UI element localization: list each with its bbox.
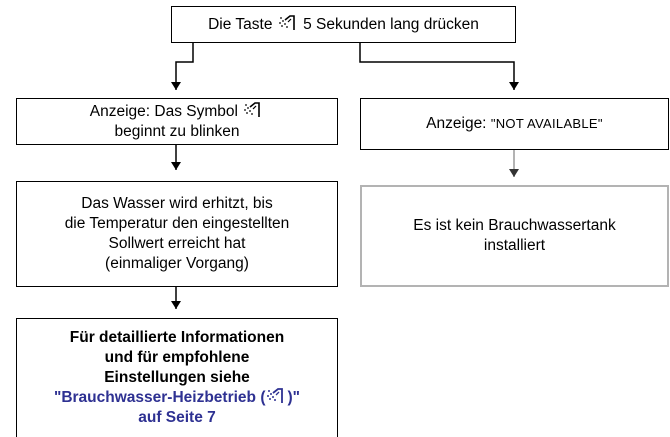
connector-start-left <box>171 43 194 90</box>
right-display-box: Anzeige: "NOT AVAILABLE" <box>360 98 669 150</box>
left-process-line: Sollwert erreicht hat <box>108 235 246 252</box>
right-display-prefix: Anzeige: <box>426 115 487 132</box>
start-text-after: 5 Sekunden lang drücken <box>303 15 479 33</box>
shower-icon <box>267 388 284 403</box>
start-box: Die Taste 5 Sekunden lang drücken <box>171 6 516 43</box>
left-display-line1: Anzeige: Das Symbol <box>89 101 265 122</box>
shower-icon <box>244 101 261 117</box>
left-display-line2: beginnt zu blinken <box>114 122 240 140</box>
right-result-line: installiert <box>483 237 546 254</box>
section-link-text-end[interactable]: )" <box>287 389 300 406</box>
left-process-line: die Temperatur den eingestellten <box>64 215 290 232</box>
left-display-text: Anzeige: Das Symbol <box>89 102 238 120</box>
left-display-box: Anzeige: Das Symbol beginnt zu blinken <box>16 98 338 145</box>
left-process-line: (einmaliger Vorgang) <box>105 255 249 272</box>
status-value: "NOT AVAILABLE" <box>490 116 603 131</box>
section-link-text[interactable]: "Brauchwasser-Heizbetrieb ( <box>53 389 266 406</box>
left-info-line: und für empfohlene <box>104 349 250 366</box>
start-text-before: Die Taste <box>208 15 273 33</box>
left-process-line: Das Wasser wird erhitzt, bis <box>81 195 273 212</box>
left-info-line: Einstellungen siehe <box>104 369 250 386</box>
shower-icon <box>278 14 295 30</box>
section-link[interactable]: "Brauchwasser-Heizbetrieb ( )" <box>54 388 300 408</box>
left-info-line: Für detaillierte Informationen <box>69 329 285 346</box>
right-display-line: Anzeige: "NOT AVAILABLE" <box>426 114 603 134</box>
connector-start-right <box>359 43 519 90</box>
left-info-box: Für detaillierte Informationen und für e… <box>16 318 338 437</box>
start-text: Die Taste 5 Sekunden lang drücken <box>208 14 479 35</box>
right-result-line: Es ist kein Brauchwassertank <box>413 217 616 234</box>
left-process-box: Das Wasser wird erhitzt, bis die Tempera… <box>16 181 338 287</box>
page-link[interactable]: auf Seite 7 <box>138 409 216 426</box>
right-result-box: Es ist kein Brauchwassertank installiert <box>360 185 669 287</box>
